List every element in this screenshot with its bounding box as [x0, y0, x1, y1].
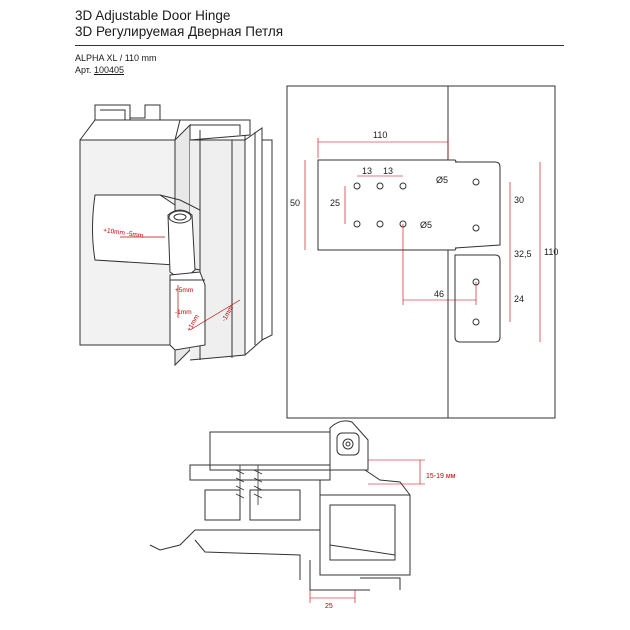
title-russian: 3D Регулируемая Дверная Петля — [75, 24, 284, 39]
dim-24: 24 — [514, 294, 524, 304]
dim-13-b: 13 — [383, 166, 393, 176]
dim-46: 46 — [434, 289, 444, 299]
article-label: Арт. 100405 — [75, 65, 124, 75]
section-gap-range: 15-19 мм — [426, 473, 456, 480]
dim-32-5: 32,5 — [514, 249, 532, 259]
model-label: ALPHA XL / 110 mm — [75, 53, 157, 63]
header-divider — [75, 45, 564, 46]
adj-vertical-plus-label: +5mm — [175, 287, 193, 294]
dim-d5-bottom: Ø5 — [420, 220, 432, 230]
adj-vertical-minus-label: -1mm — [175, 309, 192, 316]
dim-50: 50 — [290, 198, 300, 208]
title-english: 3D Adjustable Door Hinge — [75, 8, 231, 23]
dim-30: 30 — [514, 195, 524, 205]
dim-25: 25 — [330, 198, 340, 208]
dim-110-right: 110 — [544, 247, 558, 257]
dim-13-a: 13 — [362, 166, 372, 176]
section-dim-25: 25 — [325, 603, 333, 610]
dim-d5-top: Ø5 — [436, 175, 448, 185]
article-number: 100405 — [93, 65, 124, 75]
article-prefix: Арт. — [75, 65, 92, 75]
dim-110-top: 110 — [373, 130, 387, 140]
